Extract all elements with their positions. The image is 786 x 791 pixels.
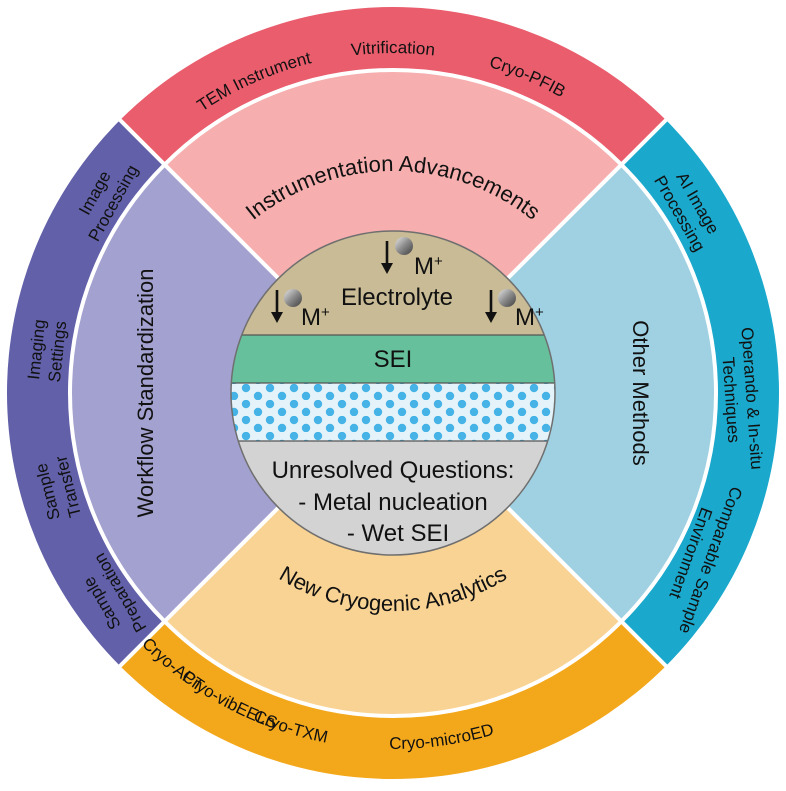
separator-dots [231,383,555,441]
middle-ring-segment-left [70,164,279,622]
sei-layer [231,335,555,383]
questions-title: Unresolved Questions: [272,457,515,484]
ion-label-left: M+ [301,304,330,331]
metal-ion-right: M+ [485,289,544,331]
outer-ring-segment-bottom [120,621,666,780]
ring-dividers [68,68,718,718]
electrolyte-label: Electrolyte [341,284,453,311]
outer-ring-segment-right [621,120,780,666]
metal-ion-top: M+ [381,237,443,280]
ring-divider-circle [68,68,718,718]
outer-top-label-2: Vitrification [350,38,436,59]
outer-ring-segment-left [7,120,165,666]
metal-ion-left: M+ [271,289,330,331]
question-2: - Wet SEI [347,520,449,547]
ion-label-right: M+ [515,304,544,331]
metal-atom-icon [498,289,516,307]
divider-line-1 [506,117,669,280]
middle-right-label: Other Methods [628,320,653,466]
down-arrow-icon [271,290,283,323]
outer-ring-segment-top [120,7,666,165]
middle-left-label: Workflow Standardization [133,268,158,517]
sei-label: SEI [374,346,413,373]
question-1: - Metal nucleation [298,489,487,516]
down-arrow-icon [381,241,393,274]
divider-line-4 [117,117,280,280]
middle-ring-segment-bottom [164,507,622,717]
divider-line-2 [506,506,669,669]
core-outline [230,230,556,556]
metal-atom-icon [284,289,302,307]
divider-line-3 [117,506,280,669]
ion-label-top: M+ [414,253,443,280]
middle-ring-segment-top [164,70,622,279]
down-arrow-icon [485,290,497,323]
middle-ring-segment-right [507,164,717,622]
metal-atom-icon [395,237,413,255]
